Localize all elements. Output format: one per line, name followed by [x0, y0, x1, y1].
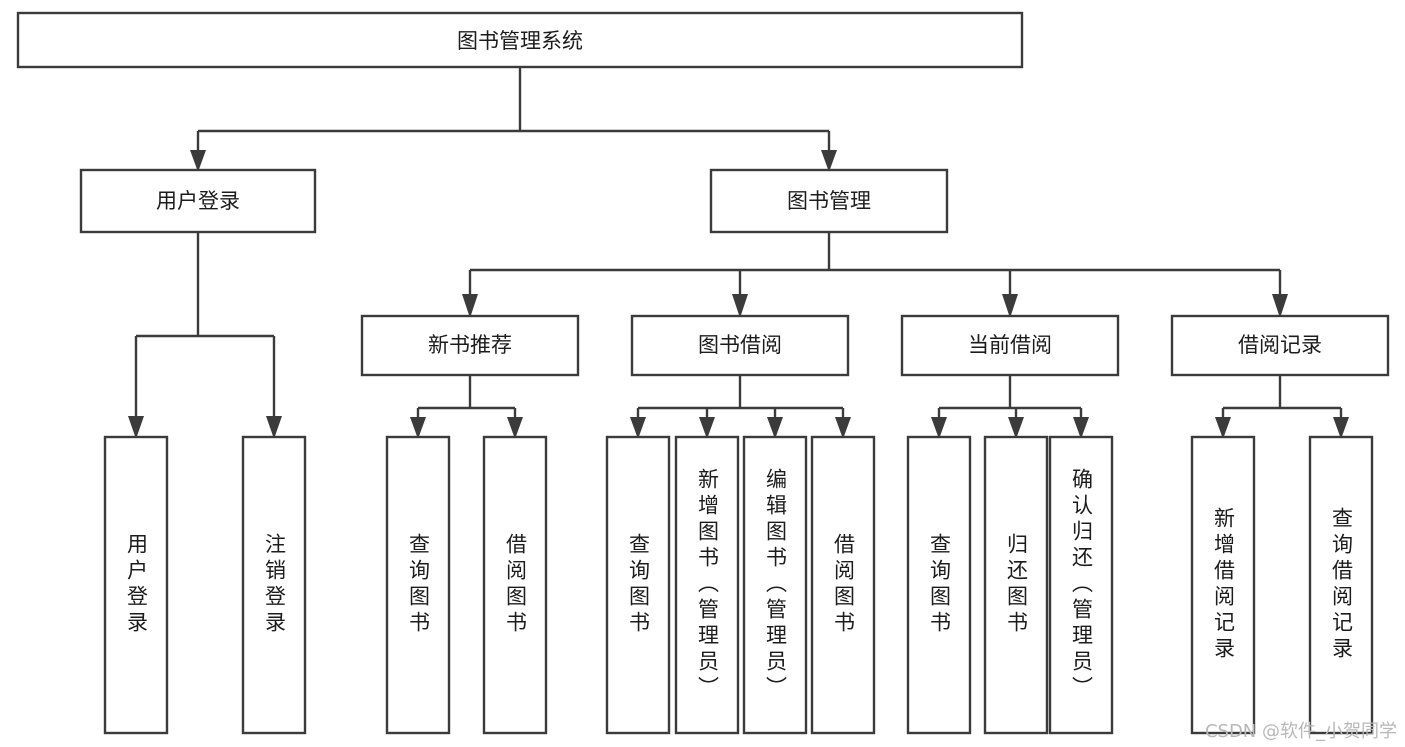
arrow-head-icon [931, 417, 947, 439]
node-book-management[interactable] [709, 168, 949, 234]
arrow-head-icon [732, 294, 748, 318]
arrow-head-icon [1333, 417, 1349, 439]
arrow-head-icon [821, 150, 837, 172]
arrow-head-icon [1272, 294, 1288, 318]
node-book-borrow-label: 图书借阅 [698, 333, 782, 357]
node-leaf-add-book[interactable] [674, 435, 740, 735]
connectors-layer [128, 67, 1349, 439]
arrow-head-icon [507, 417, 523, 439]
node-leaf-add-record[interactable] [1190, 435, 1256, 735]
arrow-head-icon [1008, 417, 1024, 439]
node-leaf-query-book-2[interactable] [605, 435, 671, 735]
arrow-head-icon [190, 150, 206, 172]
node-new-book-recommend-label: 新书推荐 [428, 333, 512, 357]
arrow-head-icon [1215, 417, 1231, 439]
arrow-head-icon [1002, 294, 1018, 318]
node-user-login[interactable] [79, 168, 317, 234]
arrow-head-icon [410, 417, 426, 439]
node-borrow-record[interactable] [1170, 314, 1390, 377]
node-current-borrow[interactable] [900, 314, 1120, 377]
node-leaf-user-login[interactable] [103, 435, 169, 735]
arrow-head-icon [1073, 417, 1089, 439]
arrow-head-icon [699, 417, 715, 439]
arrow-head-icon [767, 417, 783, 439]
arrow-head-icon [630, 417, 646, 439]
node-user-login-label: 用户登录 [156, 189, 240, 213]
node-leaf-query-book-3[interactable] [906, 435, 972, 735]
node-leaf-query-book-1[interactable] [385, 435, 451, 735]
node-book-management-label: 图书管理 [787, 189, 871, 213]
node-root-book-management-system[interactable] [16, 11, 1024, 69]
arrow-head-icon [266, 416, 282, 439]
node-new-book-recommend[interactable] [360, 314, 580, 377]
node-book-borrow[interactable] [630, 314, 850, 377]
node-leaf-edit-book[interactable] [742, 435, 808, 735]
node-leaf-return-book[interactable] [983, 435, 1049, 735]
node-leaf-borrow-book-2[interactable] [810, 435, 876, 735]
arrow-head-icon [128, 416, 144, 439]
arrow-head-icon [462, 294, 478, 318]
node-leaf-borrow-book-1[interactable] [482, 435, 548, 735]
node-leaf-confirm-return[interactable] [1048, 435, 1114, 735]
arrow-head-icon [835, 417, 851, 439]
node-current-borrow-label: 当前借阅 [968, 333, 1052, 357]
boxes-layer: 图书管理系统 用户登录 图书管理 新书推荐 图书借阅 当前借阅 借阅记录 [16, 11, 1390, 735]
node-root-label: 图书管理系统 [457, 29, 583, 53]
node-borrow-record-label: 借阅记录 [1238, 333, 1322, 357]
node-leaf-user-logout[interactable] [241, 435, 307, 735]
node-leaf-query-record[interactable] [1308, 435, 1374, 735]
